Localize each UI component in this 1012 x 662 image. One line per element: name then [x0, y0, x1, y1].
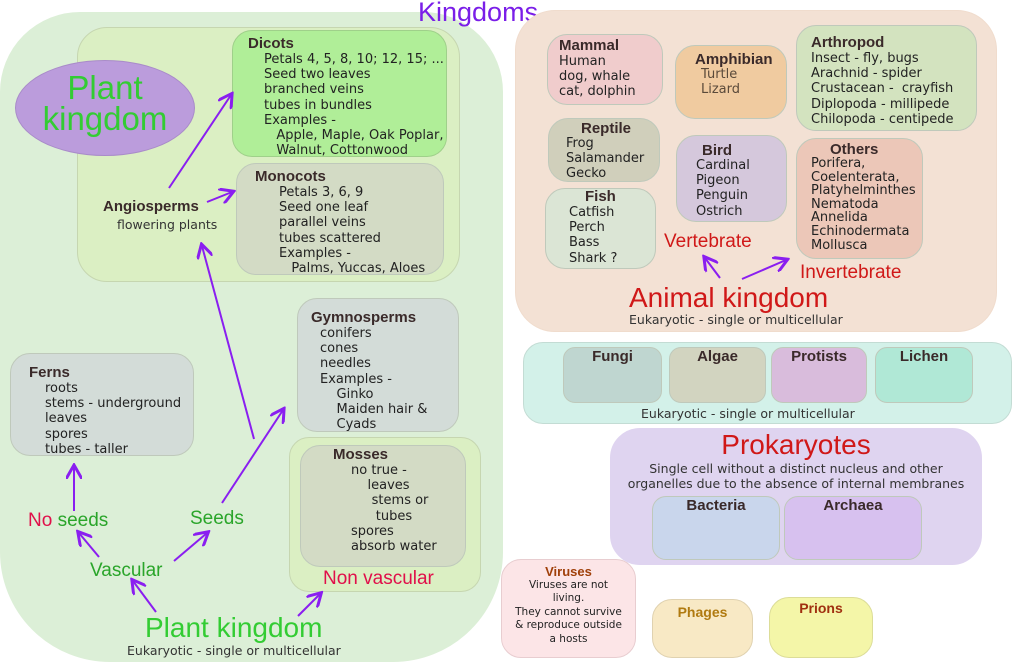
vascular-label: Vascular [90, 560, 163, 581]
reptile-box: Reptile Frog Salamander Gecko [548, 118, 660, 182]
seeds-label: Seeds [190, 508, 244, 529]
others-text: Porifera, Coelenterata, Platyhelminthes … [811, 156, 916, 253]
mammal-text: Human dog, whale cat, dolphin [559, 54, 636, 100]
phages-label: Phages [677, 604, 728, 620]
gymnosperms-text: conifers cones needles Examples - Ginko … [320, 326, 428, 433]
fish-title: Fish [585, 188, 616, 205]
dicots-text: Petals 4, 5, 8, 10; 12, 15; ... Seed two… [264, 52, 444, 159]
amphibian-text: Turtle Lizard [701, 67, 741, 98]
eukaryote-sub: Eukaryotic - single or multicellular [641, 406, 855, 421]
arrow-seeds-angio [202, 246, 255, 440]
arthropod-title: Arthropod [811, 34, 885, 51]
gymnosperms-box: Gymnosperms conifers cones needles Examp… [297, 298, 459, 432]
archaea-label: Archaea [823, 497, 883, 514]
amphibian-box: Amphibian Turtle Lizard [675, 45, 787, 119]
mosses-title: Mosses [333, 446, 389, 463]
plant-kingdom-ellipse [15, 60, 195, 156]
prions-label: Prions [799, 600, 843, 616]
arthropod-text: Insect - fly, bugs Arachnid - spider Cru… [811, 51, 954, 127]
viruses-desc: Viruses are not living. They cannot surv… [515, 579, 622, 645]
fungi-box: Fungi [563, 347, 662, 403]
arrow-animal-vertebrate [705, 258, 721, 279]
archaea-box: Archaea [784, 496, 922, 560]
vertebrate-label: Vertebrate [664, 231, 752, 252]
amphibian-title: Amphibian [695, 51, 773, 68]
angiosperms-label: Angiosperms [103, 198, 199, 215]
viruses-title: Viruses [545, 564, 592, 579]
mosses-text: no true - leaves stems or tubes spores a… [351, 463, 437, 555]
arrow-angio-dicots [168, 95, 231, 189]
mammal-box: Mammal Human dog, whale cat, dolphin [547, 34, 663, 105]
non-vascular-label: Non vascular [323, 568, 434, 589]
arrow-vascular-seeds [173, 533, 207, 562]
arrow-animal-invertebrate [741, 260, 786, 280]
others-box: Others Porifera, Coelenterata, Platyhelm… [796, 138, 923, 259]
angiosperms-sub: flowering plants [117, 217, 218, 232]
page-title: Kingdoms [418, 0, 539, 27]
plant-kingdom-ellipse-label: Plant kingdom [42, 69, 168, 137]
arrow-plant-vascular [133, 581, 157, 613]
no-seeds-label: No seeds [28, 510, 108, 532]
others-title: Others [830, 141, 879, 158]
arrow-plant-nonvascular [297, 594, 320, 617]
plant-kingdom-label: Plant kingdom [145, 612, 323, 643]
algae-box: Algae [669, 347, 766, 403]
animal-kingdom-sub: Eukaryotic - single or multicellular [629, 312, 843, 327]
lichen-label: Lichen [899, 348, 949, 365]
reptile-title: Reptile [581, 120, 632, 137]
viruses-box: Viruses Viruses are not living. They can… [501, 559, 636, 658]
monocots-title: Monocots [255, 168, 326, 185]
algae-label: Algae [697, 348, 738, 365]
plant-kingdom-sub: Eukaryotic - single or multicellular [127, 643, 341, 658]
dicots-title: Dicots [248, 35, 294, 52]
fish-text: Catfish Perch Bass Shark ? [569, 205, 618, 266]
ferns-text: roots stems - underground leaves spores … [45, 381, 182, 457]
animal-kingdom-label: Animal kingdom [629, 282, 829, 313]
bird-text: Cardinal Pigeon Penguin Ostrich [696, 158, 750, 219]
monocots-box: Monocots Petals 3, 6, 9 Seed one leaf pa… [236, 163, 444, 277]
fungi-label: Fungi [592, 348, 633, 365]
fish-box: Fish Catfish Perch Bass Shark ? [545, 188, 656, 269]
arthropod-box: Arthropod Insect - fly, bugs Arachnid - … [796, 25, 977, 131]
seeds-word: seeds [57, 510, 109, 531]
invertebrate-label: Invertebrate [800, 262, 902, 283]
dicots-box: Dicots Petals 4, 5, 8, 10; 12, 15; ... S… [232, 30, 447, 159]
arrow-seeds-gymno [221, 410, 283, 504]
mosses-box: Mosses no true - leaves stems or tubes s… [300, 445, 466, 567]
bacteria-label: Bacteria [686, 497, 746, 514]
mammal-title: Mammal [559, 37, 620, 54]
ferns-title: Ferns [29, 364, 70, 381]
no-word: No [28, 510, 53, 531]
bacteria-box: Bacteria [652, 496, 780, 560]
lichen-box: Lichen [875, 347, 973, 403]
prions-box: Prions [769, 597, 873, 658]
gymnosperms-title: Gymnosperms [311, 309, 417, 326]
ferns-box: Ferns roots stems - underground leaves s… [10, 353, 194, 457]
prokaryotes-title: Prokaryotes [721, 429, 871, 460]
bird-title: Bird [702, 142, 732, 159]
arrow-vascular-noseeds [79, 533, 100, 558]
protists-label: Protists [791, 348, 847, 365]
prokaryotes-desc: Single cell without a distinct nucleus a… [627, 461, 965, 492]
arrow-angio-monocots [206, 192, 232, 202]
bird-box: Bird Cardinal Pigeon Penguin Ostrich [676, 135, 787, 222]
phages-box: Phages [652, 599, 753, 658]
protists-box: Protists [771, 347, 867, 403]
monocots-text: Petals 3, 6, 9 Seed one leaf parallel ve… [279, 185, 426, 277]
reptile-text: Frog Salamander Gecko [566, 136, 645, 182]
